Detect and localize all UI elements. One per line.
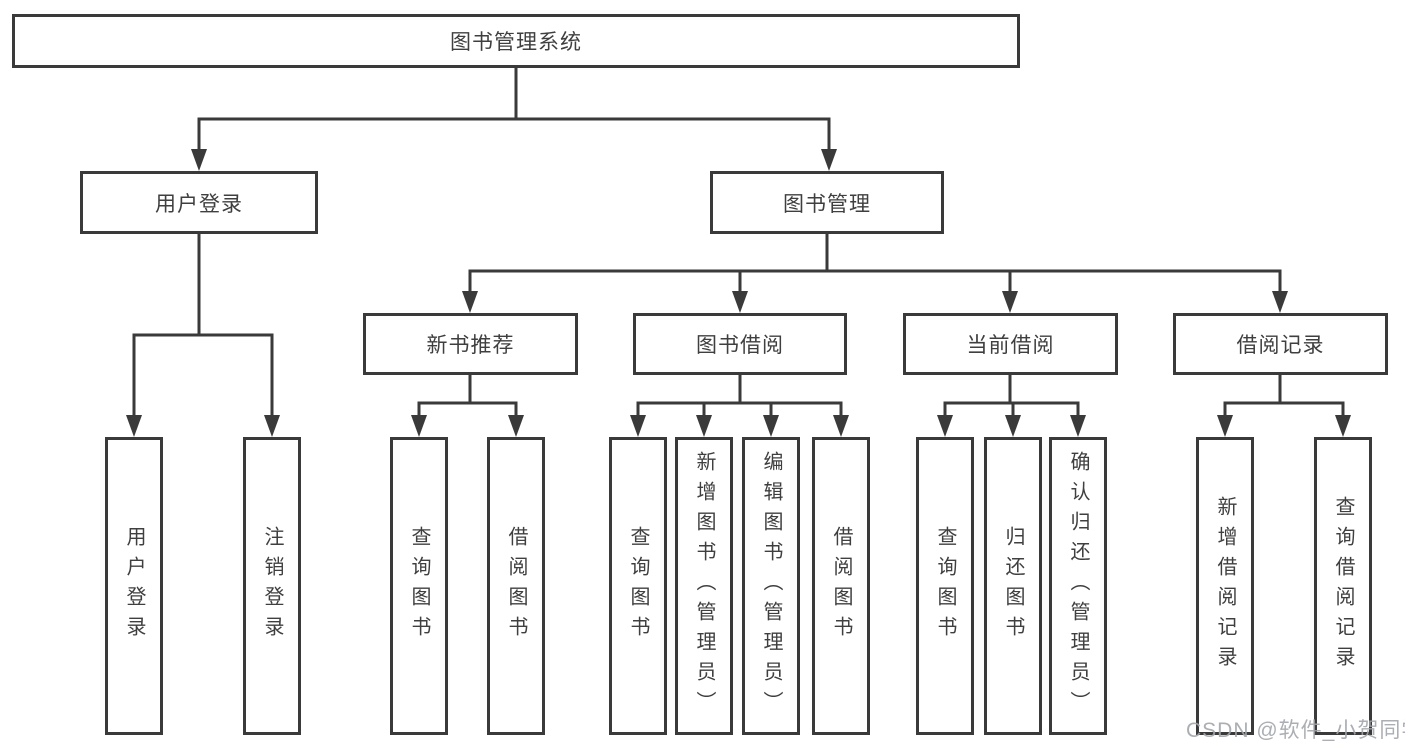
node-new-book-recommend: 新书推荐 <box>363 313 578 375</box>
arrow-down-icon <box>126 415 142 437</box>
leaf-borrow-borrow-books: 借阅图书 <box>812 437 870 735</box>
leaf-borrow-query-books: 查询图书 <box>609 437 667 735</box>
arrow-down-icon <box>696 415 712 437</box>
arrow-down-icon <box>732 291 748 313</box>
arrow-down-icon <box>264 415 280 437</box>
node-user-login: 用户登录 <box>80 171 318 234</box>
leaf-records-add-borrow-record: 新增借阅记录 <box>1196 437 1254 735</box>
arrow-down-icon <box>462 291 478 313</box>
leaf-rec-query-books: 查询图书 <box>390 437 448 735</box>
arrow-down-icon <box>1217 415 1233 437</box>
arrow-down-icon <box>1335 415 1351 437</box>
arrow-down-icon <box>508 415 524 437</box>
leaf-logout: 注销登录 <box>243 437 301 735</box>
csdn-watermark: CSDN @软件_小贺同学 <box>1186 719 1405 742</box>
node-current-borrowing: 当前借阅 <box>903 313 1118 375</box>
arrow-down-icon <box>1070 415 1086 437</box>
arrow-down-icon <box>191 149 207 171</box>
leaf-borrow-edit-books-admin: 编辑图书（管理员） <box>742 437 800 735</box>
leaf-current-query-books: 查询图书 <box>916 437 974 735</box>
node-book-borrowing: 图书借阅 <box>633 313 847 375</box>
leaf-records-query-borrow-record: 查询借阅记录 <box>1314 437 1372 735</box>
arrow-down-icon <box>1002 291 1018 313</box>
arrow-down-icon <box>1272 291 1288 313</box>
arrow-down-icon <box>937 415 953 437</box>
leaf-current-return-books: 归还图书 <box>984 437 1042 735</box>
arrow-down-icon <box>630 415 646 437</box>
arrow-down-icon <box>833 415 849 437</box>
node-book-management: 图书管理 <box>710 171 944 234</box>
arrow-down-icon <box>411 415 427 437</box>
leaf-borrow-add-books-admin: 新增图书（管理员） <box>675 437 733 735</box>
arrow-down-icon <box>821 149 837 171</box>
leaf-user-login: 用户登录 <box>105 437 163 735</box>
leaf-current-confirm-return-admin: 确认归还（管理员） <box>1049 437 1107 735</box>
leaf-rec-borrow-books: 借阅图书 <box>487 437 545 735</box>
node-borrowing-records: 借阅记录 <box>1173 313 1388 375</box>
arrow-down-icon <box>1005 415 1021 437</box>
arrow-down-icon <box>763 415 779 437</box>
node-library-management-system: 图书管理系统 <box>12 14 1020 68</box>
